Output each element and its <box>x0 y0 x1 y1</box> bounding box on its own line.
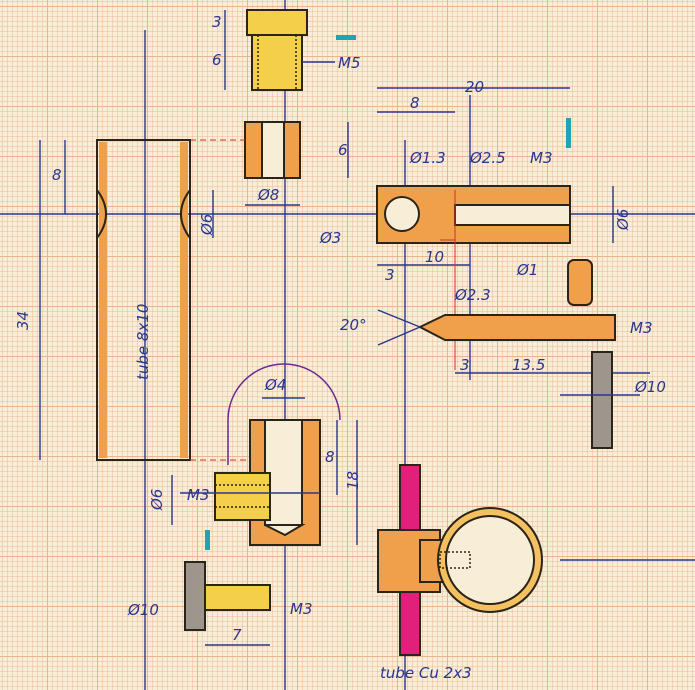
bolt-thread-label: M5 <box>338 54 361 72</box>
block-3-label: 3 <box>385 266 395 284</box>
pin-angle-label: 20° <box>340 316 367 334</box>
clamp-tube-label: tube Cu 2x3 <box>380 664 472 682</box>
bolt-head-label: 3 <box>212 13 222 31</box>
screw-dia-label: Ø10 <box>127 601 159 619</box>
l-thread-label: M3 <box>187 486 210 504</box>
threaded-pin: 20° Ø2.3 M3 3 13.5 <box>340 286 653 374</box>
nut-section: 6 Ø8 <box>190 121 349 206</box>
knurled-rod <box>591 351 613 449</box>
hole-3-label: Ø3 <box>319 229 341 247</box>
tube-notch-label: 8 <box>52 166 62 184</box>
tube-clamp: tube Cu 2x3 <box>377 464 543 682</box>
tube-name-label: tube 8x10 <box>134 304 152 380</box>
screw-len-label: 7 <box>232 626 242 644</box>
block-length-label: 20 <box>465 78 484 96</box>
hex-bolt: 3 6 M5 <box>212 9 361 91</box>
clamp-block: 20 8 Ø1.3 Ø2.5 M3 Ø6 Ø3 3 10 Ø1 <box>319 78 632 370</box>
rod-dia-label: Ø10 <box>634 378 666 396</box>
tube-length-label: 34 <box>14 311 32 330</box>
tube: 34 8 Ø6 tube 8x10 <box>14 139 216 461</box>
pin-13-5-label: 13.5 <box>512 356 545 374</box>
l-dia-label: Ø6 <box>148 489 166 511</box>
l-8-label: 8 <box>325 448 335 466</box>
pin-dia-label: Ø2.3 <box>454 286 491 304</box>
pin-3-label: 3 <box>460 356 470 374</box>
small-nut <box>567 259 593 306</box>
block-part-label: 8 <box>410 94 420 112</box>
nut-dia-label: Ø8 <box>257 186 279 204</box>
l-bracket: Ø4 8 18 Ø6 M3 <box>148 363 362 550</box>
hole-1-label: Ø1 <box>516 261 538 279</box>
pin-thread-label: M3 <box>630 319 653 337</box>
l-hole-label: Ø4 <box>264 376 286 394</box>
l-18-label: 18 <box>344 471 362 490</box>
hole-2-5-label: Ø2.5 <box>469 149 506 167</box>
block-10-label: 10 <box>425 248 444 266</box>
hole-1-3-label: Ø1.3 <box>409 149 446 167</box>
block-thread-label: M3 <box>530 149 553 167</box>
block-dia-label: Ø6 <box>614 209 632 231</box>
screw-thread-label: M3 <box>290 600 313 618</box>
nut-height-label: 6 <box>338 141 348 159</box>
knurled-screw: Ø10 M3 7 <box>127 561 313 646</box>
bolt-shank-label: 6 <box>212 51 222 69</box>
tube-inner-label: Ø6 <box>198 214 216 236</box>
